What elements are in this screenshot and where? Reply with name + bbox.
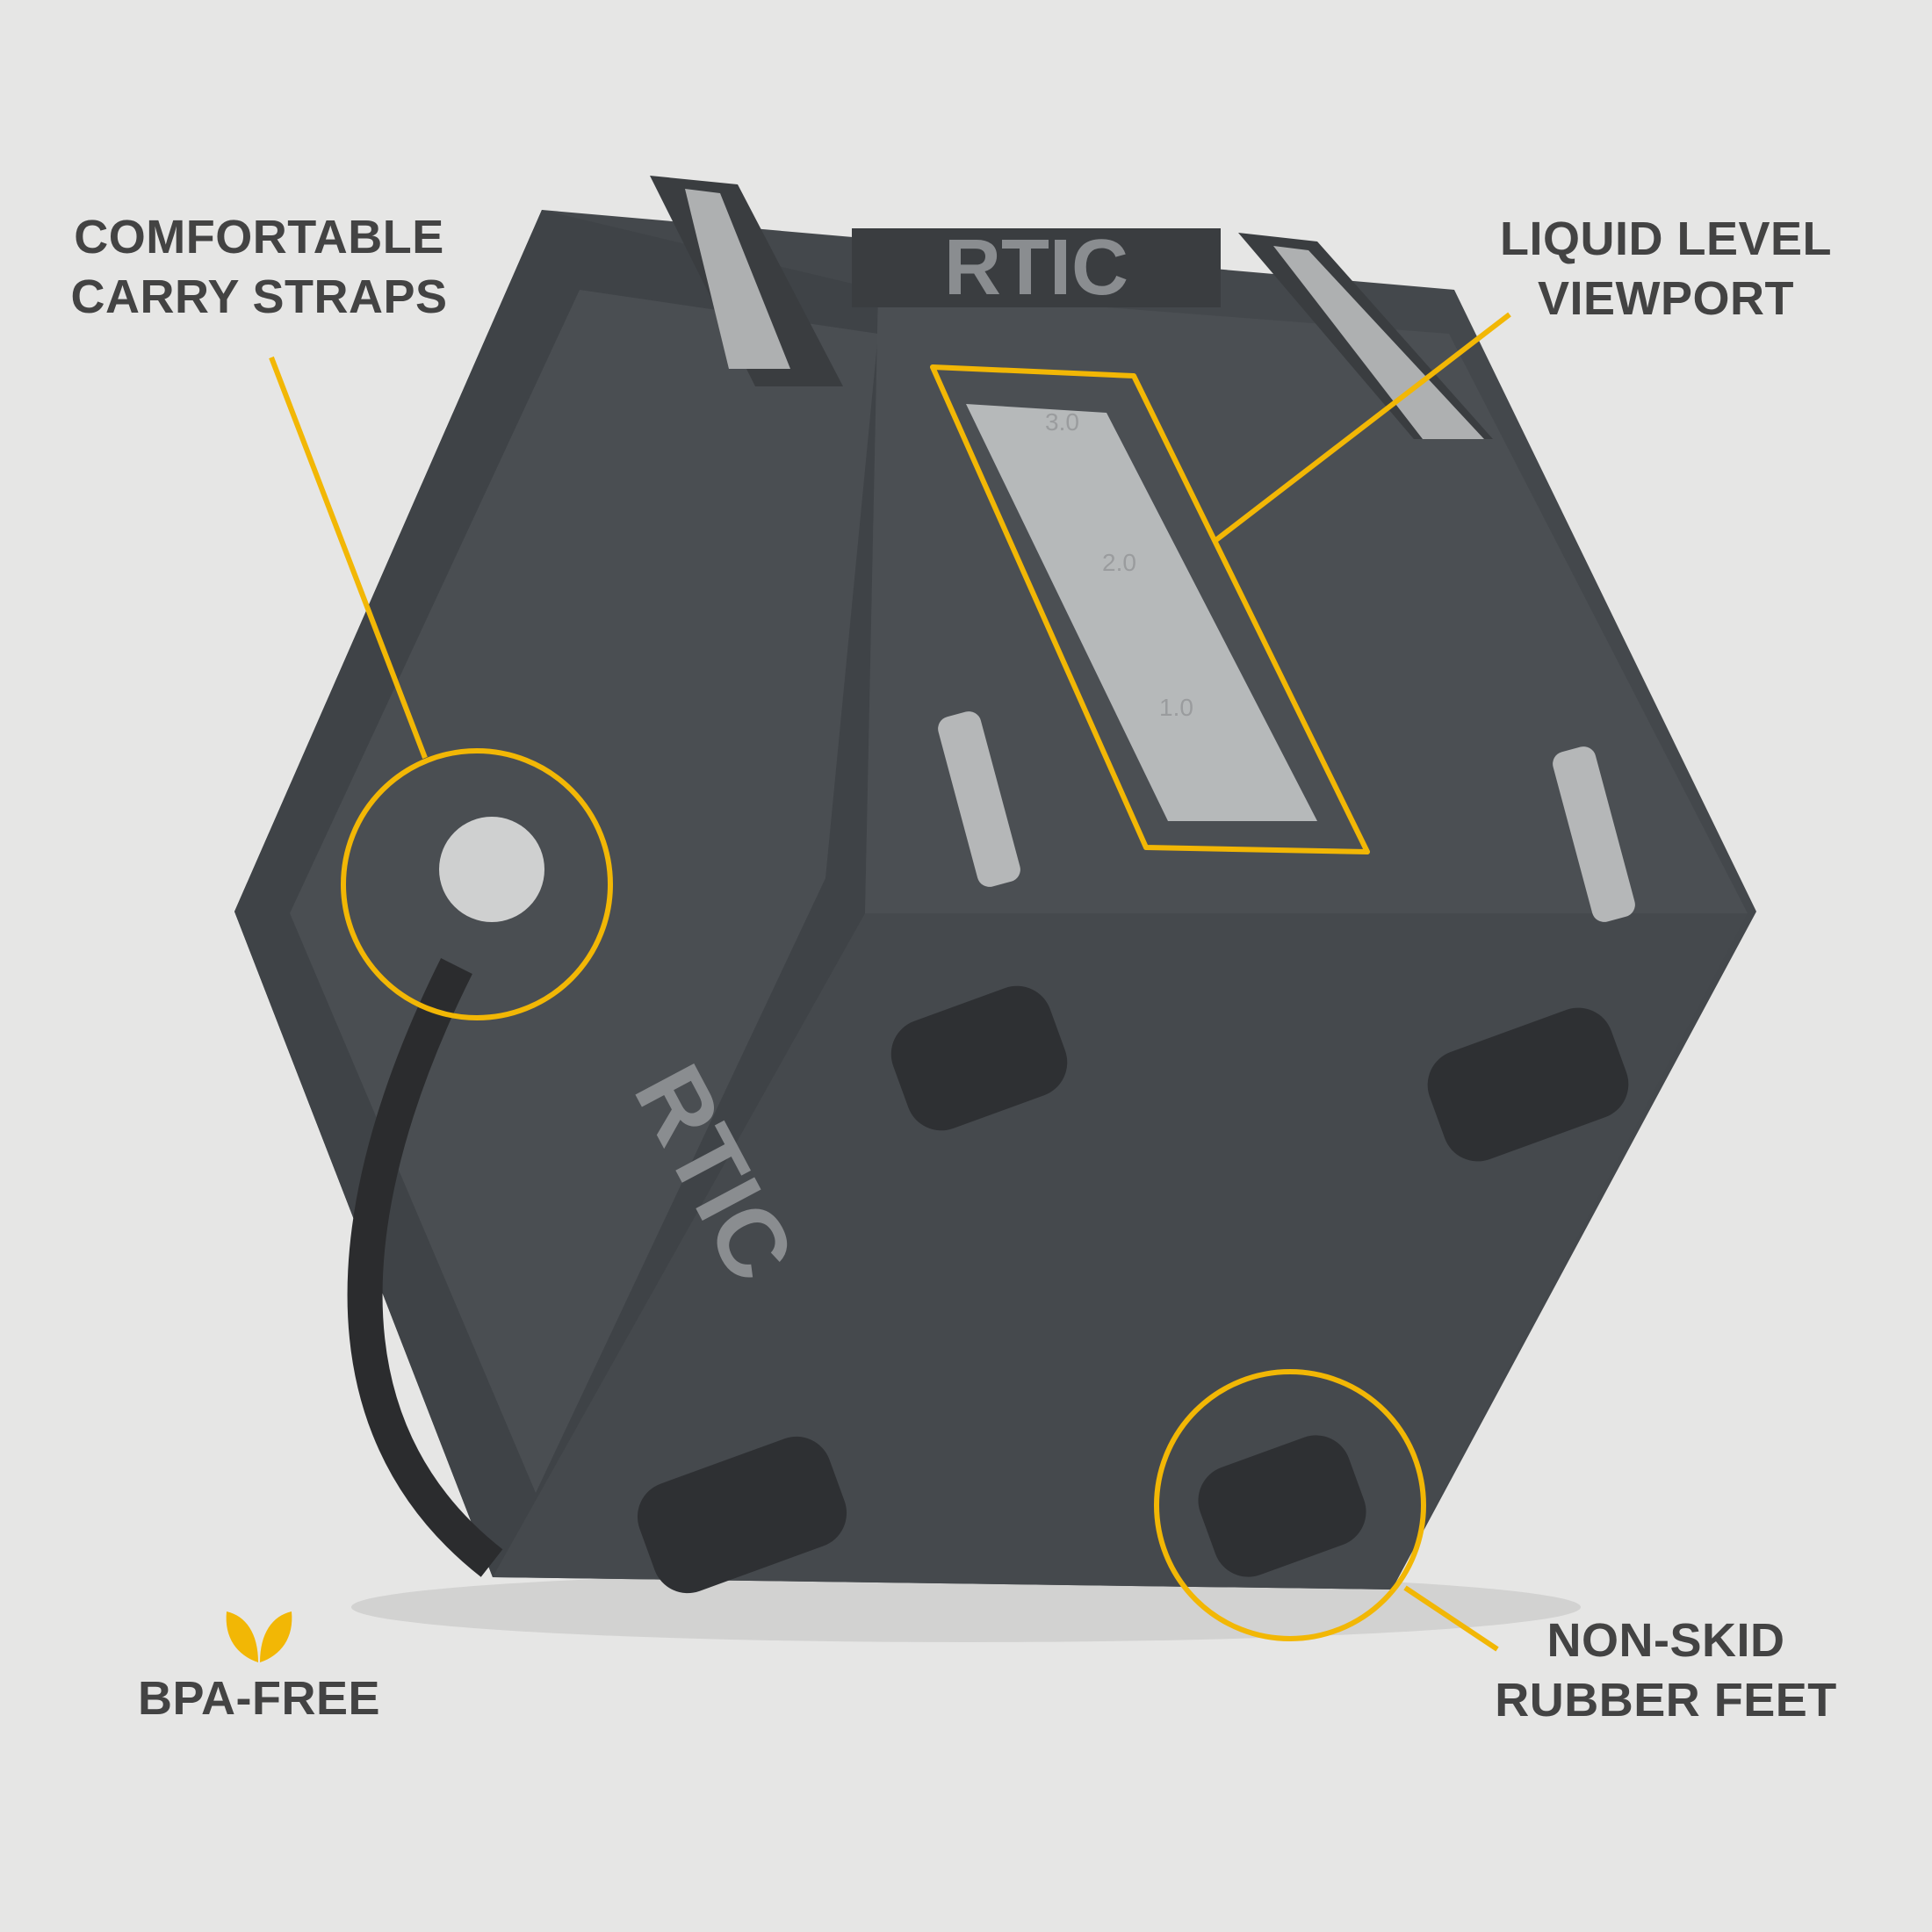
gauge-mark-2: 2.0 xyxy=(1102,549,1136,576)
liquid-level-viewport: 3.0 2.0 1.0 xyxy=(966,404,1317,821)
leaf-icon xyxy=(226,1611,292,1662)
feet-highlight-circle xyxy=(1154,1369,1426,1641)
gauge-mark-1: 1.0 xyxy=(1159,694,1193,721)
callout-line-1: LIQUID LEVEL xyxy=(1499,213,1832,265)
carry-strap xyxy=(347,958,503,1577)
callout-viewport: LIQUID LEVEL VIEWPORT xyxy=(1446,209,1885,328)
gauge-mark-3: 3.0 xyxy=(1045,408,1079,436)
callout-line-1: COMFORTABLE xyxy=(74,211,444,263)
callout-line-1: NON-SKID xyxy=(1546,1614,1785,1667)
straps-leader-line xyxy=(269,356,428,760)
cooler-body: RTIC RTIC xyxy=(234,210,1756,1590)
callout-line-2: VIEWPORT xyxy=(1537,272,1794,325)
callout-lines xyxy=(269,312,1511,1652)
callout-rubber-feet: NON-SKID RUBBER FEET xyxy=(1446,1611,1885,1730)
rubber-feet xyxy=(637,985,1629,1594)
viewport-highlight xyxy=(930,364,1370,854)
strap-anchor xyxy=(439,817,544,922)
viewport-leader-line xyxy=(1212,312,1511,544)
brand-logo-top: RTIC xyxy=(944,224,1128,312)
callout-line-1: BPA-FREE xyxy=(137,1672,380,1725)
callout-carry-straps: COMFORTABLE CARRY STRAPS xyxy=(40,207,479,327)
straps-highlight-circle xyxy=(341,748,613,1020)
shadow xyxy=(351,1572,1581,1642)
feet-leader-line xyxy=(1403,1585,1499,1652)
latches xyxy=(650,176,1635,922)
callout-bpa-free: BPA-FREE xyxy=(83,1669,435,1728)
callout-line-2: CARRY STRAPS xyxy=(70,270,448,323)
callout-line-2: RUBBER FEET xyxy=(1495,1674,1837,1727)
